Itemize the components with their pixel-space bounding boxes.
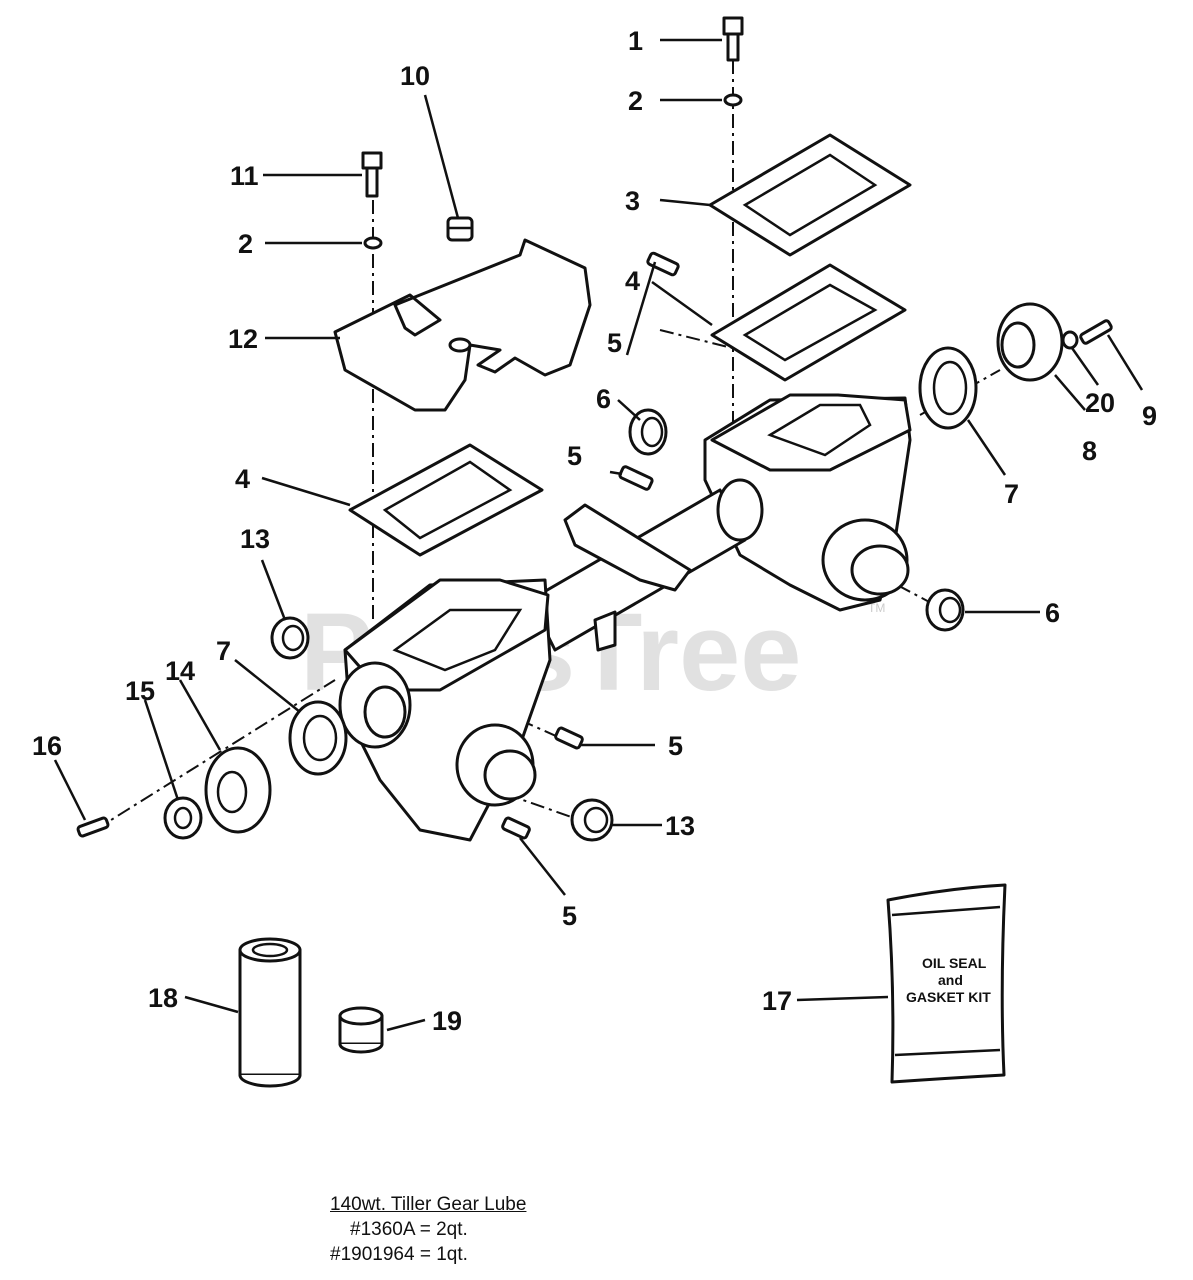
callout-4-upper: 4 <box>625 266 640 296</box>
callout-2-left: 2 <box>238 229 253 259</box>
axle-bracket <box>563 503 692 592</box>
callout-17: 17 <box>762 986 792 1016</box>
callout-numbers: 1 2 2 3 4 4 5 5 5 5 6 6 7 7 8 9 10 11 12… <box>32 26 1157 1036</box>
callout-7-a: 7 <box>1004 479 1019 509</box>
nut-part-10 <box>446 216 474 242</box>
callout-18: 18 <box>148 983 178 1013</box>
callout-13-b: 13 <box>665 811 695 841</box>
spacer-tube-part-18 <box>238 937 302 1088</box>
callout-9: 9 <box>1142 401 1157 431</box>
callout-16: 16 <box>32 731 62 761</box>
callout-7-b: 7 <box>216 636 231 666</box>
callout-5-a: 5 <box>607 328 622 358</box>
watermark-tm: TM <box>868 601 885 615</box>
callout-4-lower: 4 <box>235 464 250 494</box>
gasket-kit-bag-part-17: OIL SEAL and GASKET KIT <box>886 883 1007 1084</box>
callout-5-d: 5 <box>562 901 577 931</box>
kit-label-line3: GASKET KIT <box>906 989 991 1005</box>
callout-3: 3 <box>625 186 640 216</box>
lube-note-line1: #1360A = 2qt. <box>350 1219 468 1240</box>
callout-10: 10 <box>400 61 430 91</box>
kit-label-line1: OIL SEAL <box>922 955 987 971</box>
bolt-part-11 <box>361 151 383 198</box>
callout-15: 15 <box>125 676 155 706</box>
bolt-part-1 <box>722 16 744 62</box>
lock-washer-part-2-top <box>723 93 743 107</box>
leader-lines <box>53 38 1144 1032</box>
callout-11: 11 <box>230 161 259 191</box>
oil-seal-part-6 <box>628 408 965 632</box>
callout-1: 1 <box>628 26 643 56</box>
seal-part-13 <box>270 616 614 842</box>
washer-part-20 <box>1061 330 1079 350</box>
callout-6-b: 6 <box>1045 598 1060 628</box>
axle-tab <box>593 610 617 652</box>
callout-20: 20 <box>1085 388 1115 418</box>
gear-lube-note: 140wt. Tiller Gear Lube #1360A = 2qt. #1… <box>330 1192 590 1267</box>
callout-5-b: 5 <box>567 441 582 471</box>
bushing-part-15 <box>163 796 203 840</box>
spacer-part-19 <box>338 1006 384 1054</box>
lock-washer-part-2-left <box>363 236 383 250</box>
set-screw-part-5 <box>501 251 680 840</box>
callout-13-a: 13 <box>240 524 270 554</box>
callout-5-c: 5 <box>668 731 683 761</box>
bolt-part-9 <box>1079 319 1113 345</box>
callout-19: 19 <box>432 1006 462 1036</box>
mounting-plate-part-12 <box>333 238 592 412</box>
lube-note-title: 140wt. Tiller Gear Lube <box>330 1194 527 1215</box>
gasket-part-4-lower <box>348 443 544 557</box>
left-gear-housing <box>338 578 552 842</box>
end-cap-part-8 <box>996 302 1064 382</box>
callout-8: 8 <box>1082 436 1097 466</box>
round-gasket-part-7 <box>288 346 978 776</box>
kit-label-line2: and <box>938 972 963 988</box>
bolt-part-16 <box>76 816 110 838</box>
callout-2-top: 2 <box>628 86 643 116</box>
callout-12: 12 <box>228 324 258 354</box>
cover-plate-part-3 <box>708 133 912 257</box>
callout-6-a: 6 <box>596 384 611 414</box>
lube-note-line2: #1901964 = 1qt. <box>330 1244 468 1265</box>
gasket-part-4-upper <box>710 263 907 382</box>
end-cap-part-14 <box>204 746 272 834</box>
callout-14: 14 <box>165 656 195 686</box>
